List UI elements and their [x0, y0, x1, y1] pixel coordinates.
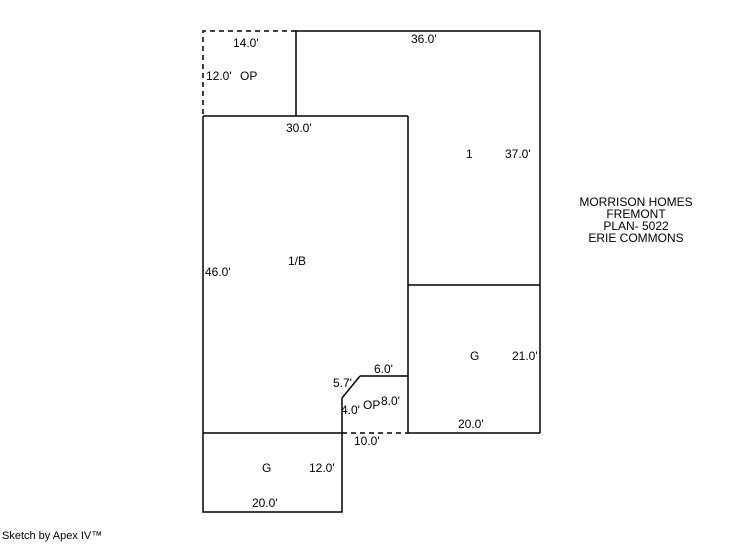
area-label-porch-top: OP — [240, 69, 258, 83]
dim-unit1-top: 36.0' — [411, 32, 437, 46]
dim-garage-right-depth: 21.0' — [512, 349, 538, 363]
dim-porch-small-top: 6.0' — [374, 362, 393, 376]
dim-porch-small-bottom: 10.0' — [354, 434, 380, 448]
unit1-outline — [295, 30, 541, 433]
title-block: MORRISON HOMES FREMONT PLAN- 5022 ERIE C… — [556, 196, 716, 244]
title-block-line-3: PLAN- 5022 — [603, 219, 669, 233]
area-label-unit1: 1 — [466, 147, 473, 161]
area-label-garage-right: G — [470, 349, 480, 363]
dim-garage-bottom-width: 20.0' — [252, 496, 278, 510]
dim-porch-top-depth: 12.0' — [206, 69, 232, 83]
dim-garage-bottom-right: 12.0' — [309, 461, 335, 475]
dim-garage-right-width: 20.0' — [458, 417, 484, 431]
dim-main-top: 30.0' — [286, 121, 312, 135]
porch-small-diagonal-wall — [341, 375, 361, 399]
title-block-line-2: FREMONT — [606, 207, 666, 221]
area-label-unit1b: 1/B — [288, 254, 307, 268]
sketch-credit: Sketch by Apex IV™ — [2, 530, 103, 542]
area-label-porch-small: OP — [363, 398, 381, 412]
dim-porch-small-diag: 5.7' — [333, 376, 352, 390]
dim-porch-top-width: 14.0' — [233, 36, 259, 50]
garage-bottom-outline — [202, 433, 343, 513]
title-block-line-1: MORRISON HOMES — [579, 195, 693, 209]
dim-unit1-right: 37.0' — [505, 147, 531, 161]
porch-top-dashed-outline — [202, 30, 296, 116]
dim-porch-small-right: 8.0' — [381, 394, 400, 408]
area-label-garage-bottom: G — [262, 461, 272, 475]
title-block-line-4: ERIE COMMONS — [588, 231, 684, 245]
dim-porch-small-left: 4.0' — [341, 403, 360, 417]
dim-main-left: 46.0' — [205, 265, 231, 279]
